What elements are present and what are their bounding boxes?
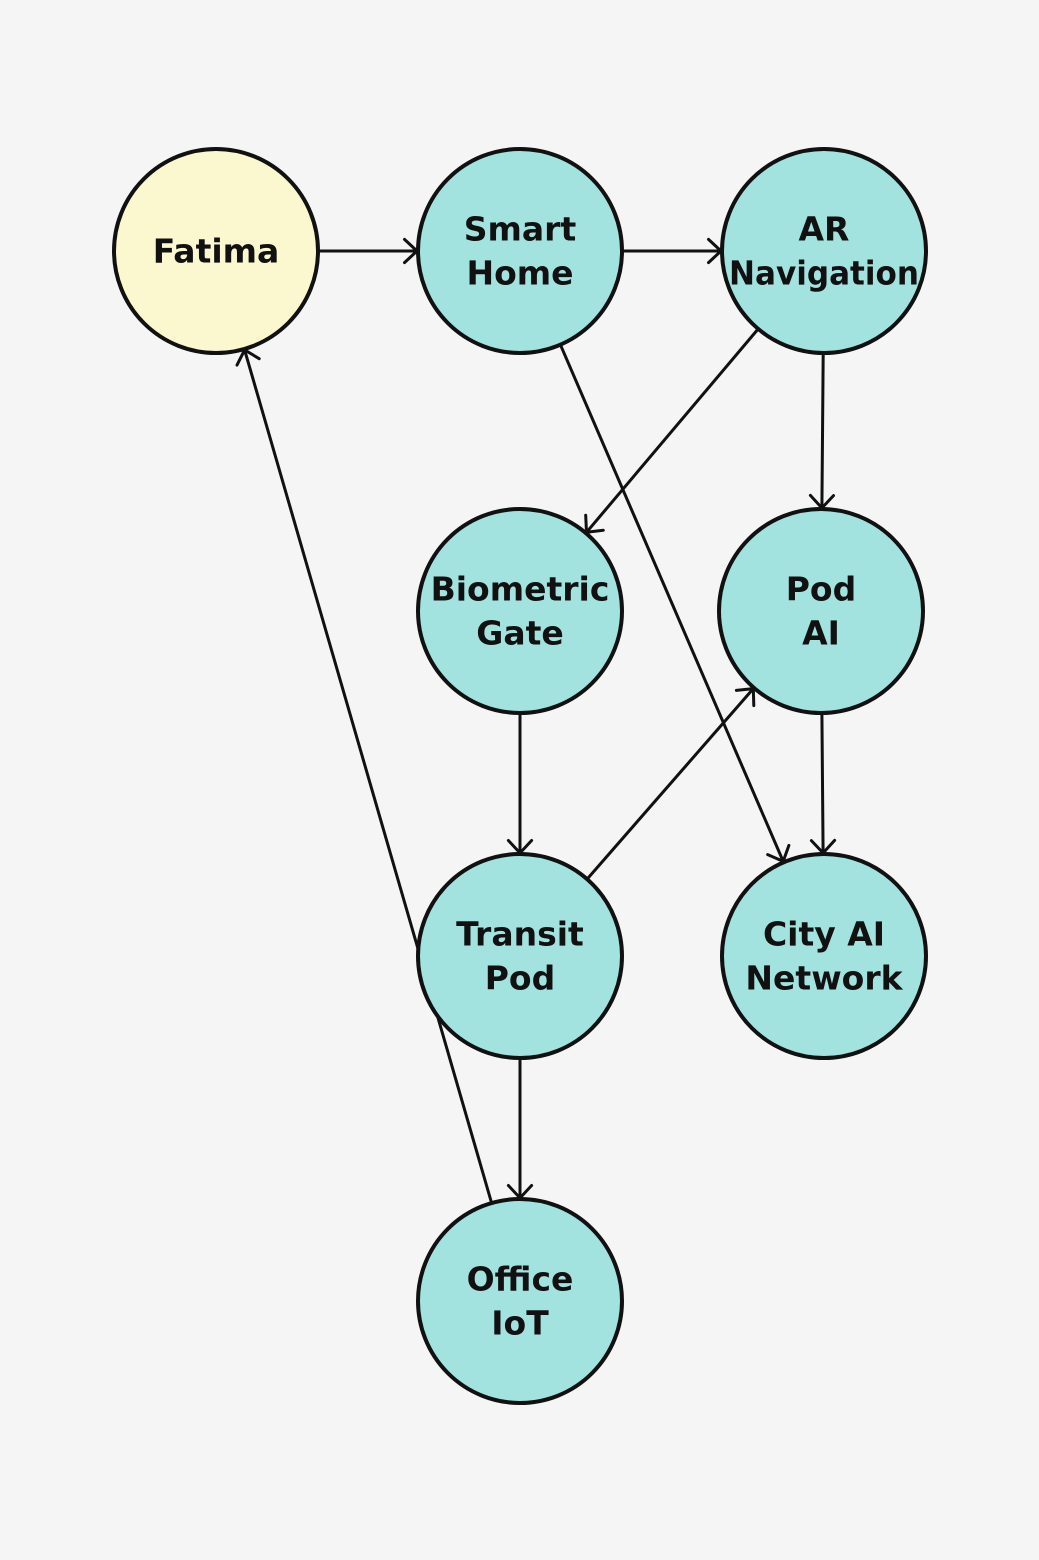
node-label: Network — [745, 959, 903, 998]
edge-pod-ai-to-city-ai-network — [809, 712, 837, 855]
node-circle — [416, 852, 624, 1060]
node-label: Biometric — [431, 570, 610, 609]
edge-ar-navigation-to-biometric-gate — [584, 327, 760, 534]
node-label: Gate — [476, 614, 564, 653]
node-label: City AI — [763, 915, 885, 954]
edge-line — [243, 349, 494, 1204]
edge-line — [820, 352, 825, 509]
node-fatima: Fatima — [112, 147, 320, 355]
node-circle — [416, 147, 624, 355]
node-label: AR — [799, 210, 850, 249]
edge-line — [585, 327, 760, 534]
node-circle — [720, 147, 928, 355]
node-label: Navigation — [729, 254, 919, 293]
node-circle — [112, 147, 320, 355]
edge-transit-pod-to-pod-ai — [585, 687, 756, 881]
edge-ar-navigation-to-pod-ai — [808, 352, 835, 510]
edge-line — [820, 712, 825, 854]
edge-transit-pod-to-office-iot — [506, 1058, 534, 1200]
node-label: Office — [467, 1260, 574, 1299]
edges-layer — [235, 237, 837, 1204]
edge-biometric-gate-to-transit-pod — [506, 713, 534, 855]
node-circle — [416, 507, 624, 715]
node-label: Pod — [485, 959, 555, 998]
node-circle — [717, 507, 925, 715]
node-label: Pod — [786, 570, 856, 609]
node-circle — [416, 1197, 624, 1405]
node-label: Fatima — [153, 232, 280, 271]
node-label: Home — [466, 254, 573, 293]
node-label: AI — [802, 614, 840, 653]
node-ar-navigation: AR Navigation — [720, 147, 928, 355]
node-city-ai-network: City AI Network — [720, 852, 928, 1060]
edge-line — [559, 344, 785, 862]
node-circle — [720, 852, 928, 1060]
edge-fatima-to-smart-home — [318, 237, 419, 265]
edge-line — [585, 687, 755, 881]
edge-office-iot-to-fatima — [235, 348, 494, 1204]
edge-smart-home-to-ar-navigation — [622, 237, 723, 265]
node-label: Transit — [456, 915, 584, 954]
node-label: IoT — [491, 1304, 549, 1343]
node-label: Smart — [464, 210, 577, 249]
